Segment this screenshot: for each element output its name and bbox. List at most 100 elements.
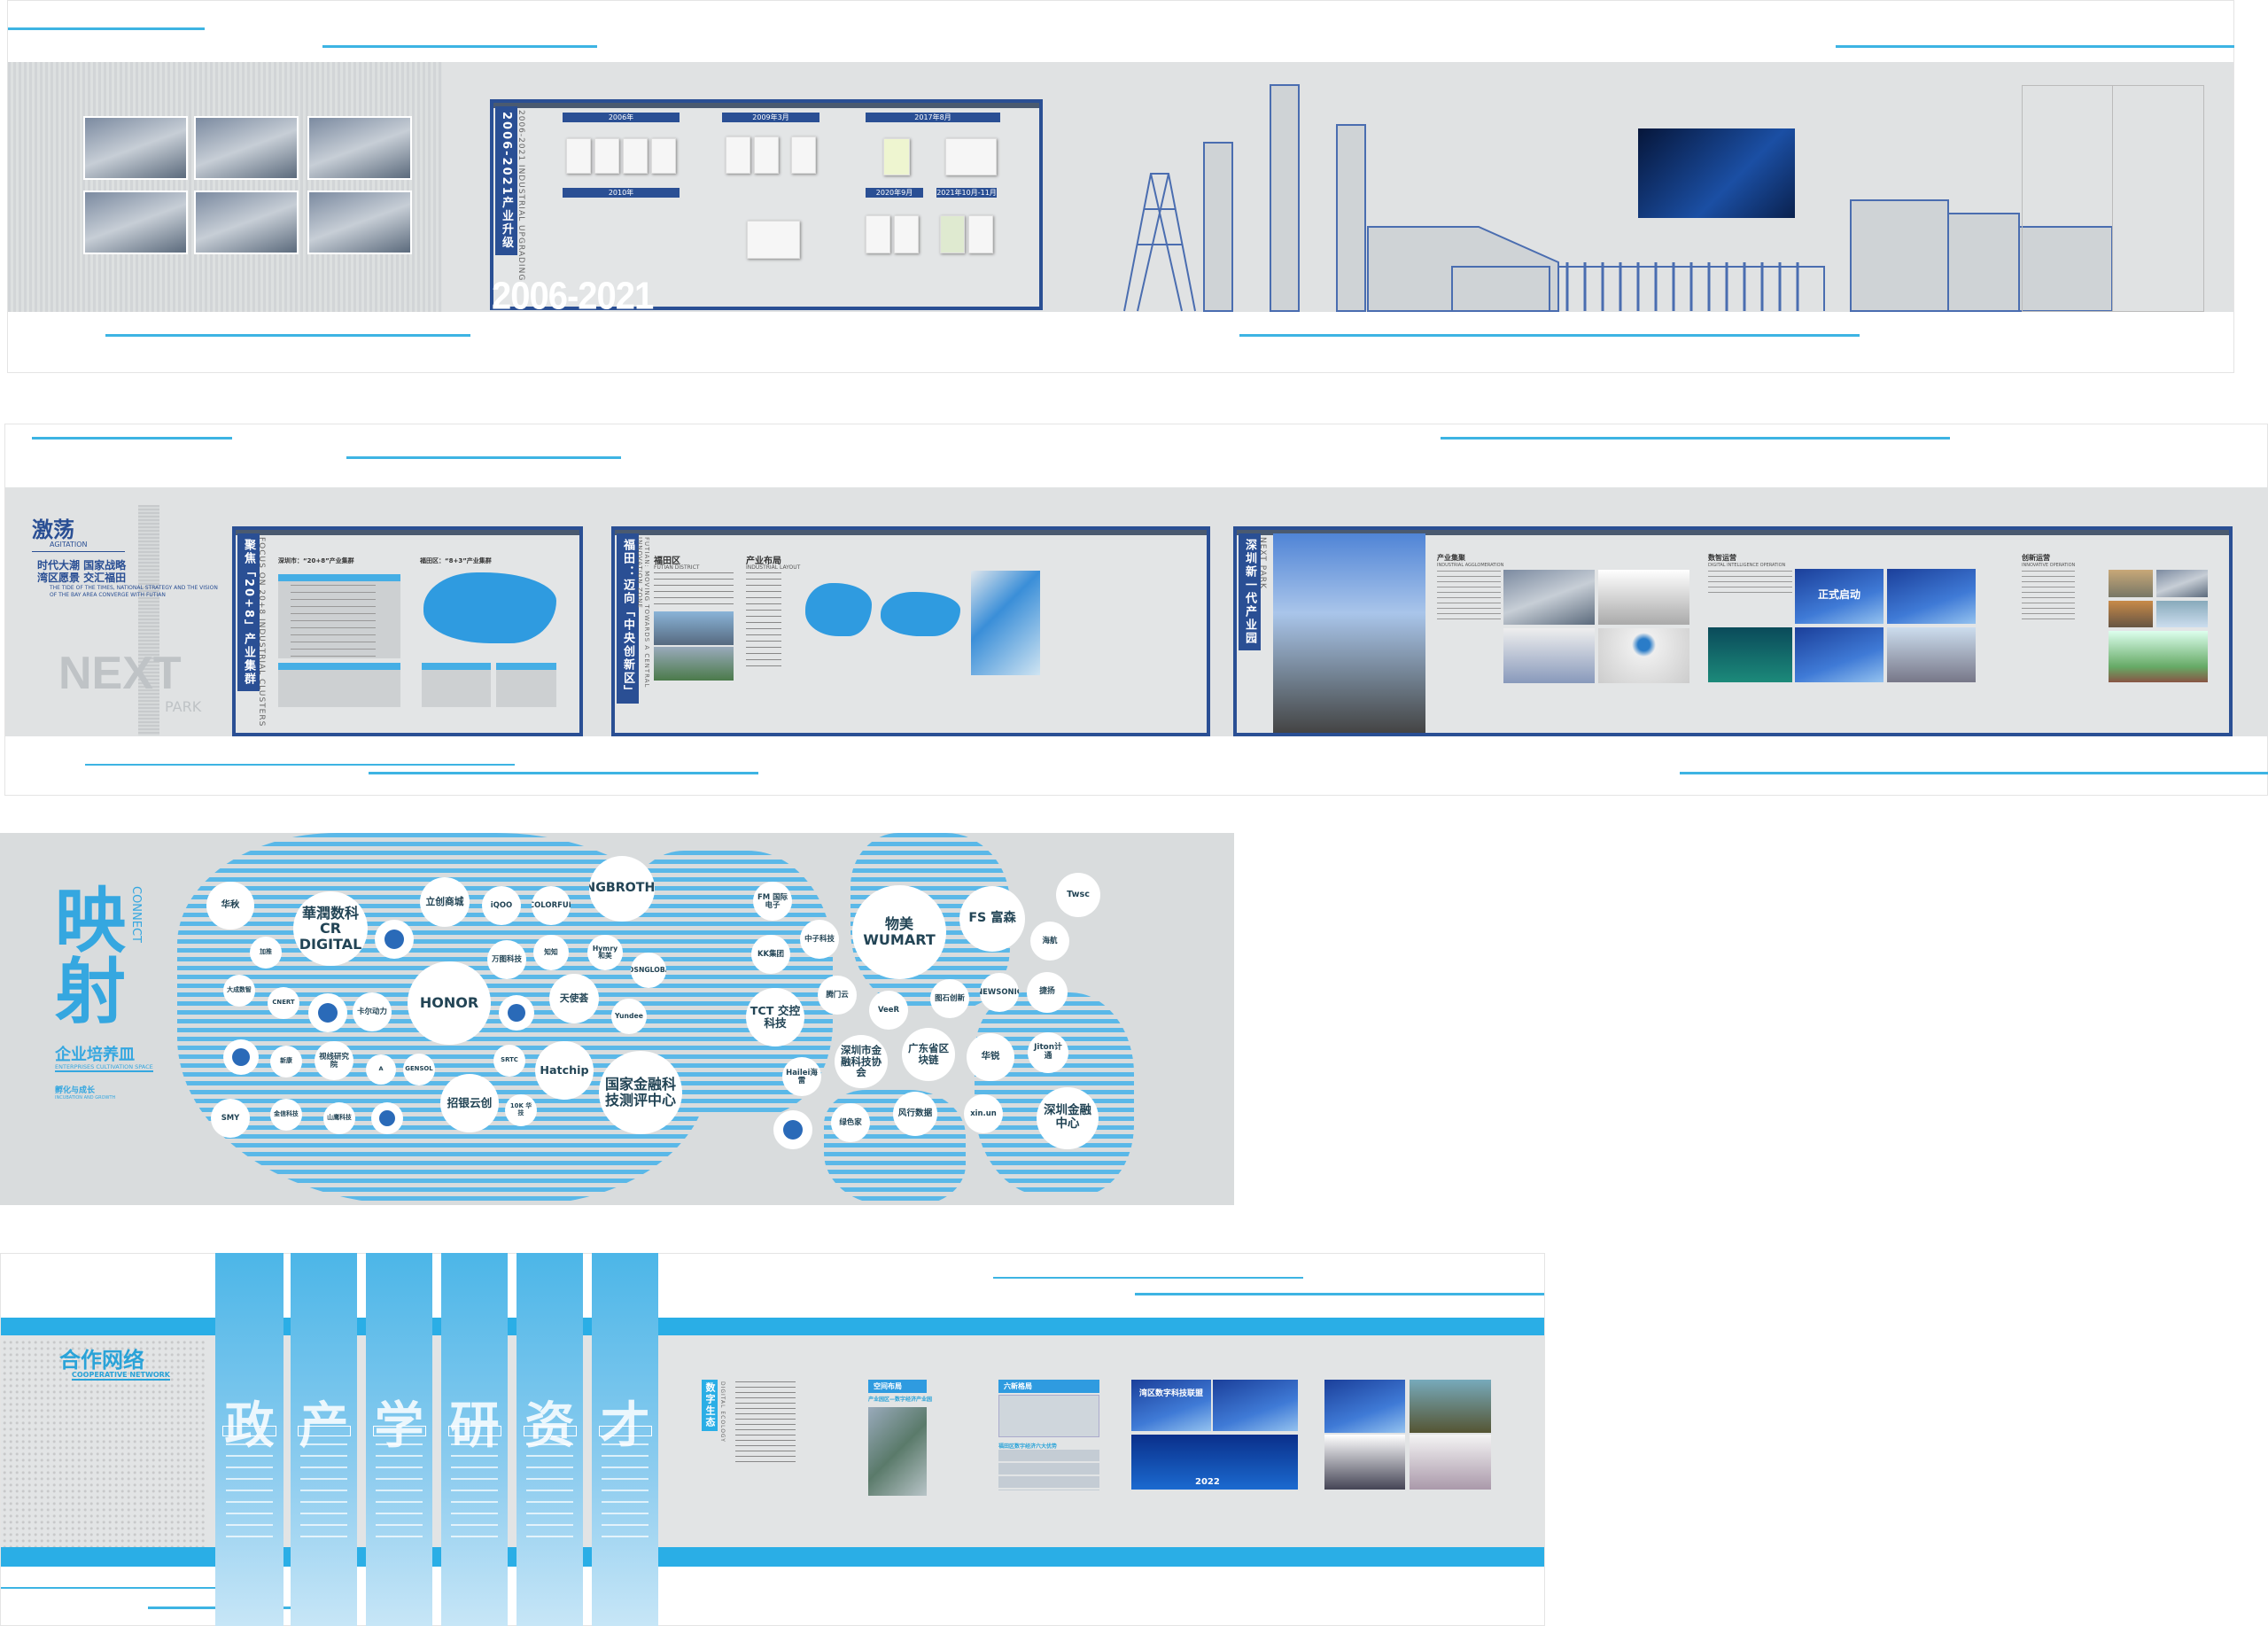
shenzhen-map [423,572,556,643]
dotted-map-graphic [1,1338,205,1547]
column-list [300,1443,347,1541]
logo-mark-icon [318,1003,338,1023]
section-text [1708,571,1792,597]
column-academia: 学 [366,1253,432,1626]
historic-photo [83,191,188,254]
accent-line [993,1277,1303,1279]
column-research: 研 [441,1253,508,1626]
enterprise-logo-bubble: 视线研究院 [315,1041,353,1080]
accent-line [1441,437,1950,440]
enterprise-logo-bubble: 山鹰科技 [323,1102,355,1134]
logo-mark-icon [379,1110,395,1126]
skyscraper-graphic [138,505,159,735]
enterprise-logo-bubble: KINGBROTHER [589,856,655,922]
wall-agitation: 激荡 AGITATION 时代大潮 国家战略 湾区愿景 交汇福田 THE TID… [4,424,2268,796]
column-government: 政 [215,1253,284,1626]
connect-title: 映射 [55,880,126,1033]
park-title-en: NEXT PARK [1258,537,1267,589]
accent-line [85,764,515,766]
enterprise-logo-bubble: FM 国际电子 [753,882,792,921]
enterprise-logo-bubble: 卡尔动力 [353,992,392,1031]
logo-mark-icon [508,1004,525,1022]
intro-line-1: 时代大潮 国家战略 [37,559,127,572]
milestone-label: 2009年3月 [722,113,819,122]
accent-line [32,437,232,440]
enterprise-logo-bubble: 捷扬 [1027,972,1068,1013]
document-image [623,138,648,174]
cultivation-title-en: ENTERPRISES CULTIVATION SPACE [55,1063,153,1072]
futian-title-en: FUTIAN: MOVING TOWARDS A CENTRAL INNOVAT… [636,537,650,689]
accent-line [1135,1293,1544,1295]
enterprise-logo-bubble: 立创商城 [420,877,470,927]
park-photo [2156,601,2208,627]
accent-line [322,45,597,48]
shenzhen-map [881,592,960,636]
enterprise-logo-bubble: 物美 WUMART [852,885,946,979]
cluster-table [278,663,400,707]
divider [32,551,125,552]
intro-title: 激荡 [32,517,74,542]
accent-line [346,456,621,459]
enterprise-logo-bubble: 国家金融科技测评中心 [599,1051,682,1134]
accent-line [1680,772,2268,774]
column-label [598,1426,652,1436]
enterprise-logo-bubble: 万图科技 [487,940,526,979]
historic-photo [307,116,412,180]
enterprise-logo-bubble: 天使荟 [549,974,599,1023]
network-title-en: COOPERATIVE NETWORK [72,1371,171,1381]
enterprise-logo-bubble: 加推 [250,937,282,969]
column-label [447,1426,501,1436]
historic-photo [194,116,299,180]
enterprise-logo-bubble: SRTC [493,1045,525,1077]
clusters-panel: 聚焦「20+8」产业集群 FOCUS ON 20+8 INDUSTRIAL CL… [232,526,583,736]
district-heading-en: FUTIAN DISTRICT [654,564,700,571]
enterprise-logo-bubble: Hatchip [535,1041,594,1100]
enterprise-logo-bubble: 知知 [533,935,569,970]
historic-photo [83,116,188,180]
enterprise-logo-bubble: xin.un [964,1094,1003,1133]
section-text [1437,571,1501,624]
milestone-label: 2021年10月-11月 [936,188,997,198]
enterprise-logo-bubble: 深圳金融中心 [1037,1087,1099,1149]
cultivation-title: 企业培养皿 [55,1046,135,1064]
accent-line [8,27,205,30]
big-year-range: 2006-2021 [492,274,654,318]
enterprise-logo-bubble: VeeR [869,991,908,1030]
enterprise-logo-bubble: GENSOL [403,1054,435,1085]
enterprise-logo-bubble: CNERT [268,987,299,1019]
park-section-title: 产业集聚 [1437,554,1465,562]
accent-line [369,772,758,774]
enterprise-logo-bubble: 大成数智 [223,975,255,1007]
park-photo [1503,570,1595,625]
enterprise-logo-bubble: HOSNGLOBAL [631,953,666,988]
enterprise-logo-bubble: Jiton计通 [1028,1032,1068,1073]
park-section-en: DIGITAL INTELLIGENCE OPERATION [1708,563,1786,568]
door[interactable] [2022,85,2204,312]
logo-mark-icon [783,1120,803,1140]
column-list [602,1443,649,1541]
timeline-title-en: 2006-2021 INDUSTRIAL UPGRADING [517,110,525,282]
column-label [523,1426,577,1436]
wall-enterprise-map: 映射 CONNECT 企业培养皿 ENTERPRISES CULTIVATION… [0,833,1234,1205]
column-list [376,1443,423,1541]
incubation-label: 孵化与成长 [55,1086,96,1095]
futian-map [805,583,872,636]
document-image [791,136,816,174]
district-photo [654,611,734,645]
enterprise-logo-bubble [773,1110,812,1149]
enterprise-logo-bubble: 图石创新 [930,979,969,1018]
milestone-label: 2017年8月 [866,113,1000,122]
incubation-label-en: INCUBATION AND GROWTH [55,1095,116,1101]
enterprise-logo-bubble: NEWSONIC [980,973,1019,1012]
layout-heading: 产业布局 [746,556,781,566]
timeline-title: 2006-2021产业升级 [495,106,517,255]
column-list [225,1443,274,1541]
wall-industrial-upgrading: 2006-2021产业升级 2006-2021 INDUSTRIAL UPGRA… [7,0,2234,373]
enterprise-logo-bubble [371,1102,403,1134]
document-image [594,138,619,174]
enterprise-logo-bubble: 新康 [270,1046,302,1078]
intro-title-en: AGITATION [50,541,88,548]
enterprise-logo-bubble [375,920,414,959]
accent-line [1239,334,1860,337]
document-image [866,215,890,253]
